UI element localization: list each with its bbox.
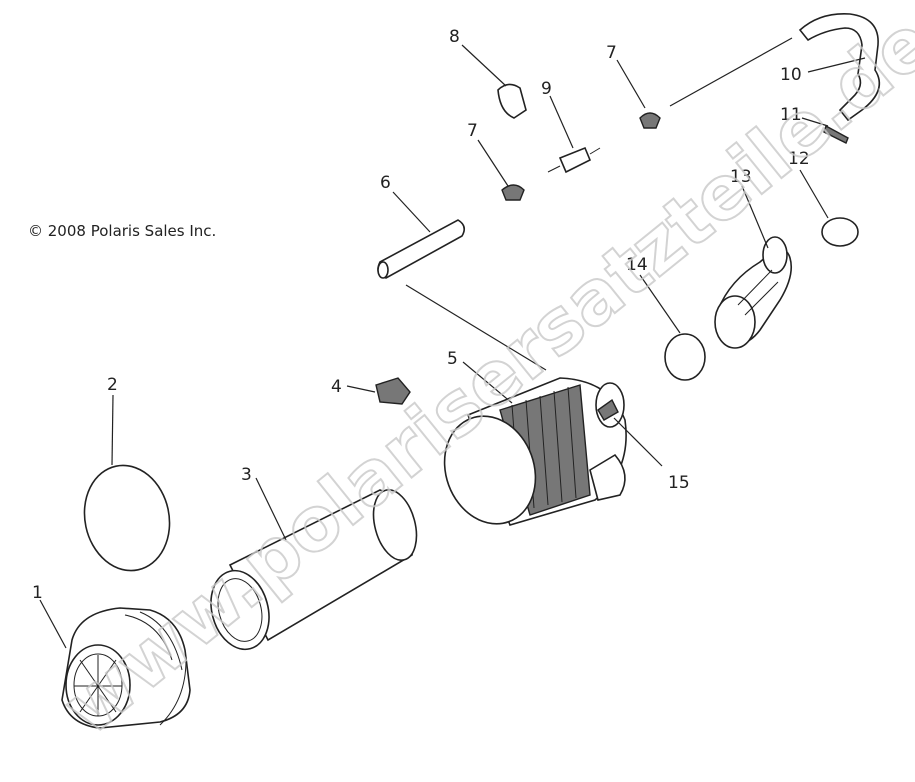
part-2-gasket [83,464,171,572]
part-3-filter-element [210,489,418,651]
part-6-tube [377,219,466,279]
callout-2: 2 [107,375,118,395]
part-15-fitting [597,398,619,421]
part-10-hose [798,13,881,122]
callout-4: 4 [331,377,342,397]
callout-5: 5 [447,349,458,369]
callout-13: 13 [730,167,752,187]
callout-10: 10 [780,65,802,85]
part-11-pin [823,124,849,144]
part-14-hose-clamp [664,333,706,381]
part-1-airbox-cover [61,607,191,729]
part-8-clip [497,83,527,119]
part-12-hose-clamp [821,217,859,247]
watermark-text: www.polarisersatzteile.de [47,0,915,752]
callout-12: 12 [788,149,810,169]
callout-15: 15 [668,473,690,493]
copyright-text: © 2008 Polaris Sales Inc. [28,222,216,240]
callout-7-left: 7 [467,121,478,141]
callout-labels: 1 2 3 4 5 6 7 7 8 9 10 11 12 13 14 15 [32,27,810,603]
part-13-intake-duct [714,236,793,349]
callout-1: 1 [32,583,43,603]
part-4-clip [375,377,411,405]
callout-8: 8 [449,27,460,47]
callout-9: 9 [541,79,552,99]
part-7-clamp-right [639,112,661,129]
part-9-valve [547,146,601,174]
callout-6: 6 [380,173,391,193]
callout-11: 11 [780,105,802,125]
callout-3: 3 [241,465,252,485]
callout-7-right: 7 [606,43,617,63]
part-7-clamp-left [501,184,525,201]
part-5-air-box-housing [443,377,627,526]
callout-14: 14 [626,255,648,275]
leader-lines [39,37,866,649]
